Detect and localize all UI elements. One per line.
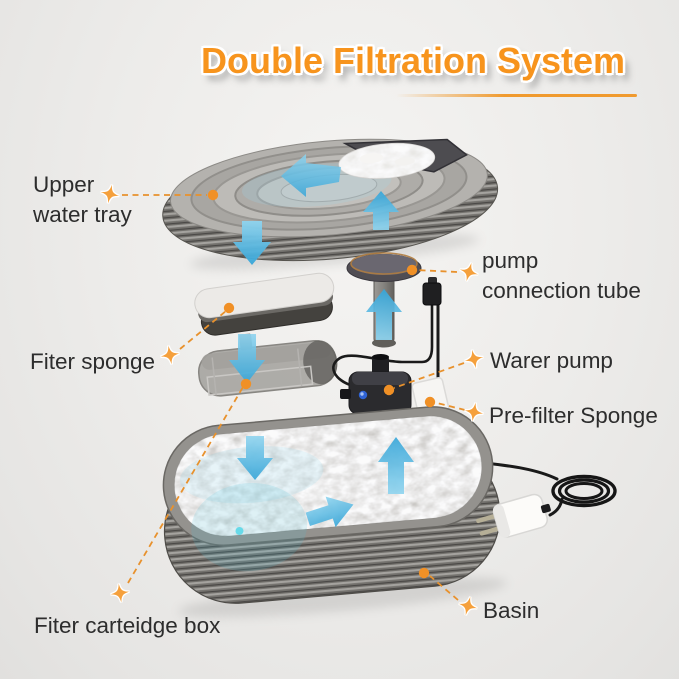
plug-prong — [479, 526, 501, 536]
sparkle-icon — [456, 259, 482, 285]
basin-wall-glow — [191, 482, 308, 572]
pump-led-highlight — [360, 392, 364, 396]
sparkle-icon — [461, 346, 487, 372]
filter-sponge-graphic — [194, 272, 335, 336]
sparkle-icon — [157, 342, 183, 368]
page-title: Double Filtration System — [201, 40, 626, 81]
anchor-dot — [223, 302, 235, 314]
anchor-dot — [240, 378, 252, 390]
flow-arrow-down — [229, 334, 265, 383]
anchor-dot — [383, 384, 395, 396]
callout-label-filter-cartridge-box: Fiter carteidge box — [34, 611, 220, 641]
plug-cord-exit — [540, 503, 551, 514]
callout-label-line: pump — [482, 248, 539, 273]
title-underline — [396, 94, 637, 97]
callout-label-line: Pre-filter Sponge — [489, 403, 658, 428]
callout-label-basin: Basin — [483, 596, 539, 626]
cord-coil — [551, 474, 617, 508]
callout-label-water-pump: Warer pump — [490, 346, 613, 376]
flow-arrow-down — [237, 436, 273, 480]
upper-water-tray-graphic — [162, 138, 499, 270]
flow-arrow-down-large — [233, 221, 271, 265]
callout-label-line: Fiter carteidge box — [34, 613, 221, 638]
callout-label-line: Upper — [33, 172, 95, 197]
cartridge-wire-frame — [211, 357, 217, 396]
flow-arrow-up — [366, 289, 402, 340]
callout-lines — [122, 194, 466, 601]
callout-label-line: connection tube — [482, 278, 641, 303]
cartridge-wire-frame — [296, 348, 303, 387]
pump-body-top — [352, 372, 408, 385]
callout-label-upper-water-tray: Upper water tray — [33, 170, 132, 230]
callout-label-line: water tray — [33, 202, 132, 227]
callout-label-pre-filter-sponge: Pre-filter Sponge — [489, 401, 658, 431]
flow-arrow-up — [378, 437, 414, 494]
pump-nozzle-top — [372, 354, 389, 360]
callout-line-water-pump — [393, 362, 465, 389]
cord-connector — [422, 277, 442, 306]
callout-line-pump-connection-tube — [415, 269, 458, 273]
basin-glow-dot — [235, 526, 244, 535]
callout-label-line: Warer pump — [490, 348, 613, 373]
tray-bubbling-water — [338, 142, 436, 179]
callout-dots — [207, 189, 436, 579]
cartridge-wire-frame — [206, 365, 314, 396]
anchor-dot — [207, 189, 219, 201]
sparkle-icon — [107, 580, 133, 606]
flow-arrow-up — [363, 191, 399, 230]
callout-line-filter-cartridge-box — [127, 386, 244, 584]
anchor-dot — [418, 567, 430, 579]
power-plug-graphic — [476, 493, 551, 538]
plug-prong — [476, 513, 497, 524]
flow-arrow-right — [305, 496, 354, 528]
callout-label-pump-connection-tube: pump connection tube — [482, 246, 641, 306]
flow-arrow-left — [281, 154, 341, 197]
sparkle-icon — [455, 593, 481, 619]
callout-line-pre-filter-sponge — [436, 402, 466, 411]
plug-body-shade — [492, 504, 511, 538]
anchor-dot — [424, 396, 436, 408]
tube-plate-rim — [350, 252, 418, 275]
callout-label-line: Fiter sponge — [30, 349, 156, 374]
tube-plate-top — [351, 254, 417, 275]
anchor-dot — [406, 264, 418, 276]
tube-flange — [372, 338, 396, 348]
pump-outlet-stub — [340, 389, 351, 399]
callout-label-filter-sponge: Fiter sponge — [30, 347, 155, 377]
filter-cartridge-box-graphic — [197, 333, 338, 397]
callout-label-line: Basin — [483, 598, 540, 623]
